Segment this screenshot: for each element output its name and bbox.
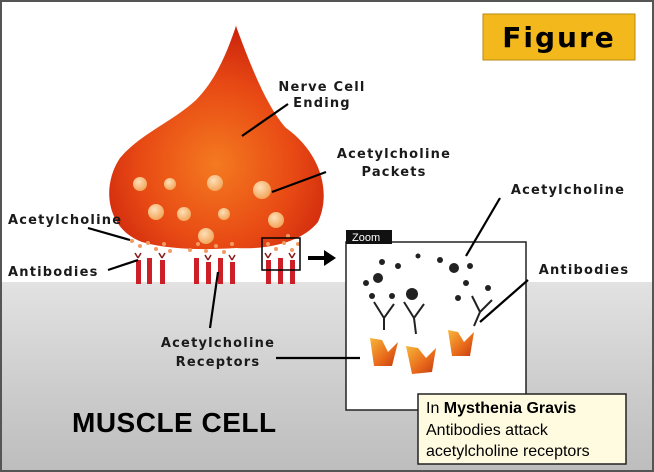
- acetylcholine-molecules: [130, 234, 300, 254]
- label-antibodies-right: Antibodies: [539, 263, 630, 278]
- zoom-receptor-cup: [370, 338, 398, 366]
- receptor: [278, 258, 283, 284]
- zoom-tab: [346, 230, 392, 244]
- receptor: [206, 262, 211, 284]
- zoom-receptors: [370, 330, 474, 374]
- label-nerve-cell-line1: Nerve Cell: [278, 80, 365, 95]
- acetylcholine-packets: [133, 175, 284, 244]
- receptor: [218, 258, 223, 284]
- receptor: [230, 262, 235, 284]
- zoom-acetylcholine-dots: [363, 253, 491, 301]
- note-line1: In Mysthenia Gravis: [426, 400, 576, 417]
- packet-vesicle: [148, 204, 164, 220]
- note-line2: Antibodies attack: [426, 422, 549, 439]
- zoom-tab-label: Zoom: [352, 232, 380, 244]
- packet-vesicle: [207, 175, 223, 191]
- note-line3: acetylcholine receptors: [426, 443, 590, 460]
- zoom-panel: Zoom: [345, 230, 527, 411]
- leader-lines: [87, 103, 529, 360]
- label-packets-line2: Packets: [361, 165, 426, 180]
- packet-vesicle: [177, 207, 191, 221]
- label-packets-line1: Acetylcholine: [337, 147, 451, 162]
- note-prefix: In: [426, 400, 444, 417]
- label-nerve-cell-line2: Ending: [293, 96, 351, 111]
- packet-vesicle: [198, 228, 214, 244]
- receptor: [290, 260, 295, 284]
- myasthenia-note: In Mysthenia Gravis Antibodies attack ac…: [417, 393, 627, 465]
- receptor: [147, 258, 152, 284]
- packet-vesicle: [218, 208, 230, 220]
- receptor: [136, 260, 141, 284]
- figure-badge-text: Figure: [502, 21, 616, 54]
- zoom-receptor-cup: [406, 346, 436, 374]
- zoom-antibodies: [373, 295, 493, 335]
- antibodies-small: [134, 252, 296, 261]
- receptor: [160, 260, 165, 284]
- zoom-selection-box: [261, 237, 301, 271]
- packet-vesicle: [268, 212, 284, 228]
- packet-vesicle: [133, 177, 147, 191]
- acetylcholine-receptors: [136, 258, 295, 284]
- figure-badge: Figure: [482, 13, 636, 61]
- receptor: [266, 260, 271, 284]
- label-antibodies-left: Antibodies: [8, 265, 99, 280]
- label-acetylcholine-left: Acetylcholine: [8, 213, 122, 228]
- packet-vesicle: [253, 181, 271, 199]
- zoom-arrow: [308, 250, 336, 266]
- zoom-receptor-cup: [448, 330, 474, 356]
- note-title: Mysthenia Gravis: [444, 400, 577, 417]
- receptor: [194, 258, 199, 284]
- label-acetylcholine-right: Acetylcholine: [511, 183, 625, 198]
- packet-vesicle: [164, 178, 176, 190]
- muscle-cell-label: MUSCLE CELL: [72, 407, 277, 438]
- label-receptors-line2: Receptors: [176, 355, 261, 370]
- label-receptors-line1: Acetylcholine: [161, 336, 275, 351]
